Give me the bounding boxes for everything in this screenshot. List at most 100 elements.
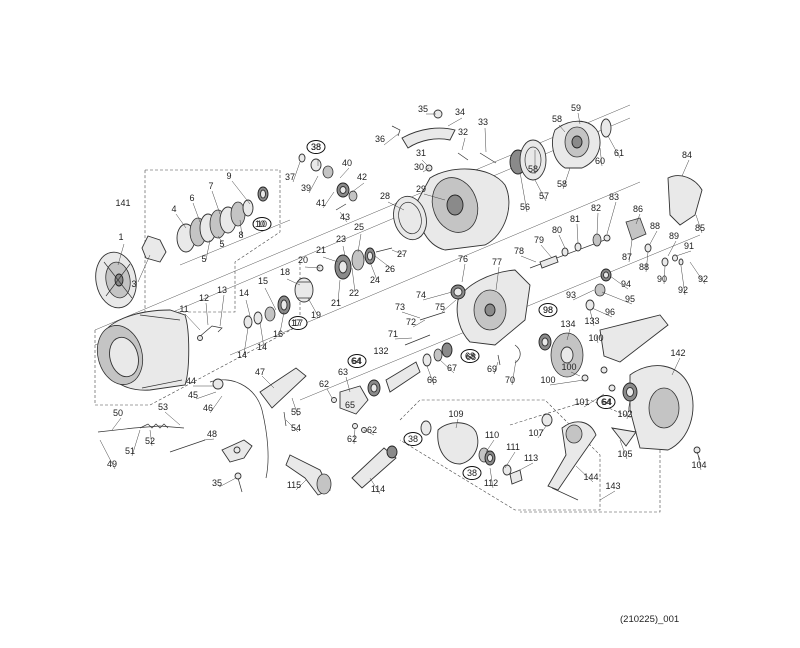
part-label-109: 109 [448, 409, 463, 419]
part-label-8: 8 [238, 230, 243, 240]
part-label-101: 101 [574, 397, 589, 407]
part-label-74: 74 [416, 290, 426, 300]
parts-69-83-body [404, 233, 611, 366]
circled-label-38: 38 [306, 140, 326, 154]
part-label-88: 88 [650, 221, 660, 231]
part-label-61: 61 [614, 148, 624, 158]
part-label-12: 12 [199, 293, 209, 303]
part-label-6: 6 [189, 193, 194, 203]
part-label-65: 65 [345, 400, 355, 410]
part-label-16: 16 [273, 329, 283, 339]
part-label-113: 113 [524, 453, 538, 463]
group-box-spool [94, 260, 301, 406]
part-label-91: 91 [684, 241, 694, 251]
part-label-29: 29 [416, 184, 426, 194]
part-label-9: 9 [226, 171, 231, 181]
part-label-89: 89 [669, 231, 679, 241]
part-label-92: 92 [678, 285, 688, 295]
part-label-92: 92 [698, 274, 708, 284]
part-label-49: 49 [107, 459, 117, 469]
part-label-141: 141 [115, 198, 130, 208]
part-label-44: 44 [186, 376, 196, 386]
svg-text:38: 38 [311, 142, 321, 152]
part-label-111: 111 [506, 442, 520, 452]
part-label-87: 87 [622, 252, 632, 262]
part-label-84: 84 [682, 150, 692, 160]
part-label-105: 105 [617, 449, 632, 459]
part-label-35: 35 [212, 478, 222, 488]
part-label-100: 100 [540, 375, 555, 385]
svg-text:98: 98 [543, 305, 553, 315]
part-label-133: 133 [584, 316, 599, 326]
parts-114-115-shafts [285, 445, 398, 496]
part-label-5: 5 [201, 254, 206, 264]
part-label-115: 115 [287, 480, 301, 490]
circled-label-68: 68 [460, 349, 480, 363]
part-label-59: 59 [571, 103, 581, 113]
parts-56-61-rotor-drive [509, 118, 612, 181]
part-label-104: 104 [691, 460, 706, 470]
part-spool-body [96, 309, 190, 391]
part-label-58: 58 [557, 179, 567, 189]
part-label-30: 30 [414, 162, 424, 172]
part-label-26: 26 [385, 264, 395, 274]
part-label-70: 70 [505, 375, 515, 385]
part-label-42: 42 [357, 172, 367, 182]
part-label-68: 68 [466, 352, 476, 362]
part-label-46: 46 [203, 403, 213, 413]
part-label-56: 56 [520, 202, 530, 212]
svg-text:17: 17 [293, 318, 303, 328]
part-label-7: 7 [208, 181, 213, 191]
part-label-94: 94 [621, 279, 631, 289]
part-label-21: 21 [331, 298, 341, 308]
part-label-52: 52 [145, 436, 155, 446]
part-label-66: 66 [427, 375, 437, 385]
parts-20-27-rotor-nut [316, 247, 393, 280]
parts-14-19-pinion-bearings [243, 277, 314, 329]
parts-30-36-bail-arm [391, 109, 497, 172]
part-label-78: 78 [514, 246, 524, 256]
part-label-96: 96 [605, 307, 615, 317]
part-label-21: 21 [316, 245, 326, 255]
part-label-51: 51 [125, 446, 135, 456]
part-label-54: 54 [291, 423, 301, 433]
part-label-5: 5 [219, 239, 224, 249]
part-143-144-handle-arm [547, 421, 597, 501]
part-label-50: 50 [113, 408, 123, 418]
part-label-144: 144 [583, 472, 598, 482]
part-label-67: 67 [447, 363, 457, 373]
part-label-14: 14 [257, 342, 267, 352]
part-label-53: 53 [158, 402, 168, 412]
part-label-37: 37 [285, 172, 295, 182]
part-label-34: 34 [455, 107, 465, 117]
part-label-27: 27 [397, 249, 407, 259]
part-1-drag-knob [95, 251, 137, 309]
part-label-62: 62 [367, 425, 377, 435]
svg-text:64: 64 [601, 397, 611, 407]
part-label-62: 62 [347, 434, 357, 444]
part-label-142: 142 [670, 348, 685, 358]
part-label-77: 77 [492, 257, 502, 267]
part-label-110: 110 [485, 430, 499, 440]
part-label-64: 64 [602, 397, 612, 407]
part-label-100: 100 [561, 362, 576, 372]
parts-44-55-stopper [97, 367, 307, 493]
part-label-17: 17 [291, 318, 301, 328]
part-label-72: 72 [406, 317, 416, 327]
part-label-88: 88 [639, 262, 649, 272]
part-label-143: 143 [605, 481, 620, 491]
part-label-14: 14 [239, 288, 249, 298]
part-label-100: 100 [588, 333, 603, 343]
part-label-43: 43 [340, 212, 350, 222]
part-label-35: 35 [418, 104, 428, 114]
part-label-31: 31 [416, 148, 426, 158]
part-label-28: 28 [380, 191, 390, 201]
part-label-64: 64 [351, 356, 361, 366]
parts-107-113-handle-knob [420, 413, 553, 485]
part-label-79: 79 [534, 235, 544, 245]
part-label-81: 81 [570, 214, 580, 224]
circled-label-98: 98 [538, 303, 558, 317]
part-label-36: 36 [375, 134, 385, 144]
